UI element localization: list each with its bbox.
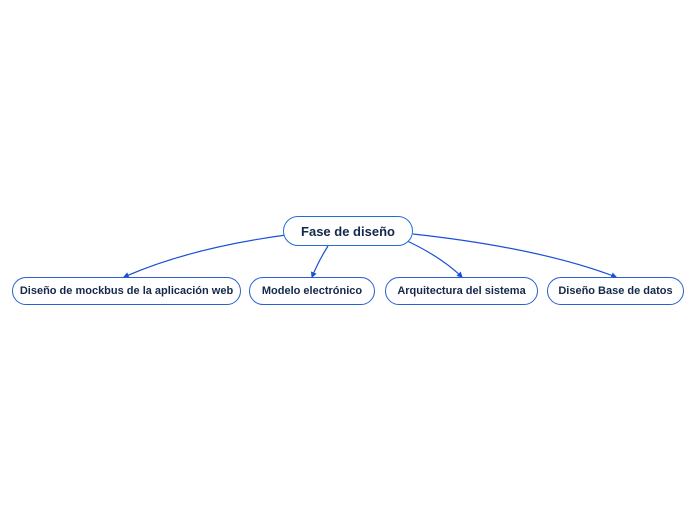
child-node-electronic-model[interactable]: Modelo electrónico xyxy=(249,277,375,305)
child-node-system-architecture[interactable]: Arquitectura del sistema xyxy=(385,277,538,305)
child-node-database-design[interactable]: Diseño Base de datos xyxy=(547,277,684,305)
child-node-label: Diseño de mockbus de la aplicación web xyxy=(19,285,234,297)
root-node-label: Fase de diseño xyxy=(301,223,395,239)
connector-root-to-database xyxy=(412,233,618,279)
root-node-design-phase[interactable]: Fase de diseño xyxy=(283,216,413,246)
child-node-label: Modelo electrónico xyxy=(261,285,363,297)
connector-root-to-mockups xyxy=(122,234,287,278)
connector-root-to-electronic-model xyxy=(310,245,329,279)
child-node-label: Arquitectura del sistema xyxy=(397,285,526,297)
child-node-web-app-mockups[interactable]: Diseño de mockbus de la aplicación web xyxy=(12,277,241,305)
child-node-label: Diseño Base de datos xyxy=(558,285,673,297)
connector-root-to-architecture xyxy=(404,239,463,278)
